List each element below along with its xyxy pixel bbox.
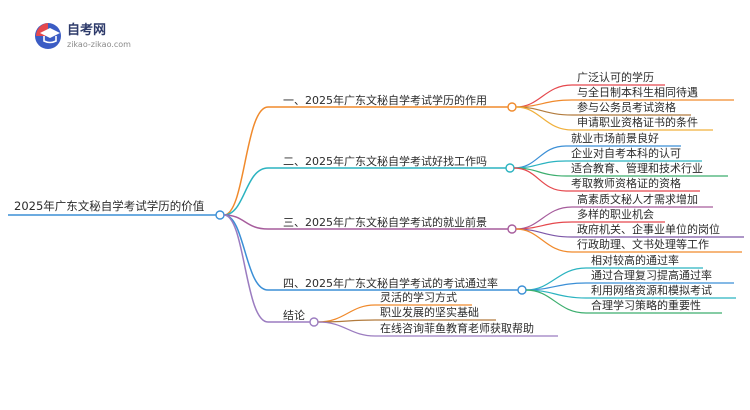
logo-title: 自考网 (67, 22, 106, 38)
leaf-2-2: 企业对自考本科的认可 (571, 146, 681, 160)
branch-5[interactable]: 结论 (223, 214, 319, 327)
leaf-1-1: 广泛认可的学历 (577, 70, 654, 84)
root-connector-dot (215, 210, 225, 220)
branch-5-label: 结论 (283, 308, 305, 322)
leaf-3-4: 行政助理、文书处理等工作 (577, 237, 709, 251)
root-node[interactable]: 2025年广东文秘自学考试学历的价值 (8, 199, 225, 220)
leaf-4-1: 相对较高的通过率 (591, 253, 679, 267)
leaf-2-4: 考取教师资格证的资格 (571, 176, 681, 190)
leaf-3-3: 政府机关、企事业单位的岗位 (577, 222, 720, 236)
branch-2-label: 二、2025年广东文秘自学考试好找工作吗 (283, 154, 487, 168)
leaf-5-3: 在线咨询菲鱼教育老师获取帮助 (380, 321, 534, 335)
branch-1-label: 一、2025年广东文秘自学考试学历的作用 (283, 93, 487, 107)
leaf-1-4: 申请职业资格证书的条件 (577, 115, 698, 129)
branch-1-leaves: 广泛认可的学历 与全日制本科生相同待遇 参与公务员考试资格 申请职业资格证书的条… (515, 70, 734, 131)
leaf-3-1: 高素质文秘人才需求增加 (577, 192, 698, 206)
branch-4[interactable]: 四、2025年广东文秘自学考试的考试通过率 (223, 214, 527, 295)
leaf-4-2: 通过合理复习提高通过率 (591, 268, 712, 282)
root-label: 2025年广东文秘自学考试学历的价值 (14, 199, 205, 213)
branch-4-leaves: 相对较高的通过率 通过合理复习提高通过率 利用网络资源和模拟考试 合理学习策略的… (525, 253, 736, 314)
leaf-3-2: 多样的职业机会 (577, 207, 654, 221)
leaf-2-3: 适合教育、管理和技术行业 (571, 161, 703, 175)
branch-2[interactable]: 二、2025年广东文秘自学考试好找工作吗 (223, 154, 515, 216)
leaf-4-3: 利用网络资源和模拟考试 (591, 283, 712, 297)
branch-4-label: 四、2025年广东文秘自学考试的考试通过率 (283, 276, 498, 290)
leaf-5-2: 职业发展的坚实基础 (380, 305, 479, 319)
site-logo[interactable]: 自考网 zikao-zikao.com (35, 22, 131, 49)
leaf-1-3: 参与公务员考试资格 (577, 100, 676, 114)
branch-3-leaves: 高素质文秘人才需求增加 多样的职业机会 政府机关、企事业单位的岗位 行政助理、文… (515, 192, 744, 253)
leaf-2-1: 就业市场前景良好 (571, 131, 659, 145)
branch-3[interactable]: 三、2025年广东文秘自学考试的就业前景 (223, 214, 517, 234)
leaf-1-2: 与全日制本科生相同待遇 (577, 85, 698, 99)
logo-url: zikao-zikao.com (67, 40, 131, 49)
branch-3-label: 三、2025年广东文秘自学考试的就业前景 (283, 215, 487, 229)
graduation-cap-icon (35, 23, 61, 49)
branch-1[interactable]: 一、2025年广东文秘自学考试学历的作用 (223, 93, 517, 216)
branch-2-leaves: 就业市场前景良好 企业对自考本科的认可 适合教育、管理和技术行业 考取教师资格证… (513, 131, 728, 192)
branch-5-leaves: 灵活的学习方式 职业发展的坚实基础 在线咨询菲鱼教育老师获取帮助 (317, 290, 558, 337)
leaf-5-1: 灵活的学习方式 (380, 290, 457, 304)
leaf-4-4: 合理学习策略的重要性 (591, 298, 701, 312)
